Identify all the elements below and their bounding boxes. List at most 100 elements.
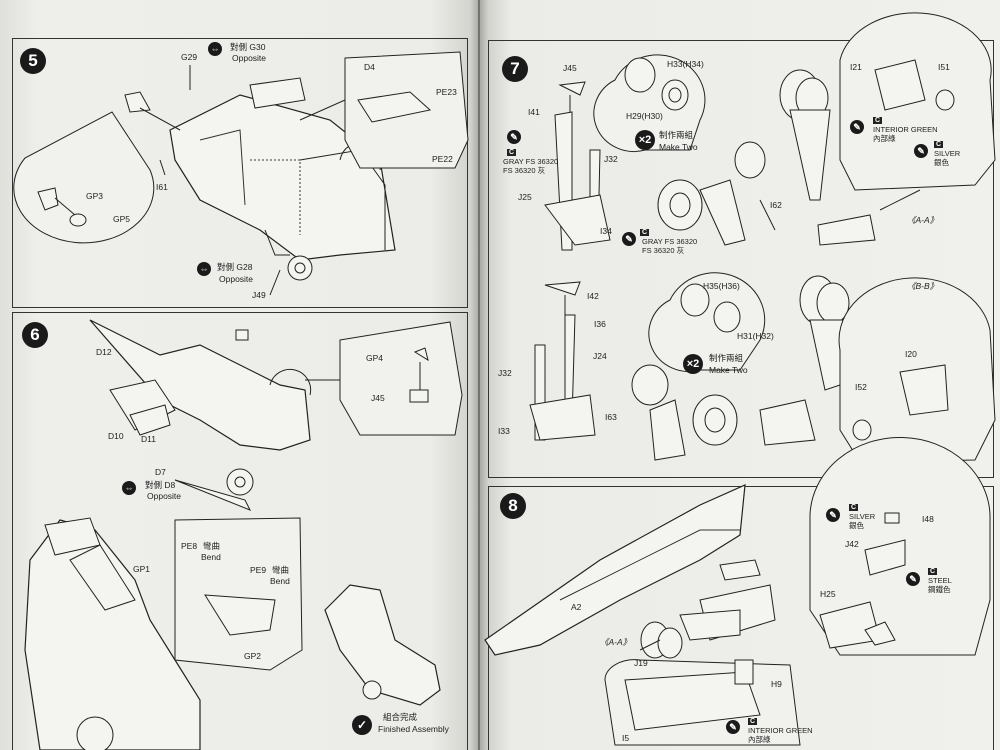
part-i36: I36 (594, 319, 606, 329)
part-h31: H31(H32) (737, 331, 774, 341)
times-two-badge: ×2 (635, 130, 655, 150)
step6-finished-en: Finished Assembly (378, 724, 449, 734)
step5-opposite-g28-cn: 對側 G28 (217, 262, 253, 272)
part-i63: I63 (605, 412, 617, 422)
paint-brush-icon: ✎ (850, 120, 864, 134)
color-code-badge: C (928, 568, 938, 575)
part-d4: D4 (364, 62, 375, 72)
part-d11: D11 (141, 434, 156, 444)
color-code-badge: C (934, 141, 944, 148)
color-gray-label-2: GRAY FS 36320 (642, 237, 698, 246)
section-a-a: 《A-A》 (907, 215, 939, 225)
paint-brush-icon: ✎ (622, 232, 636, 246)
color-interior-green: INTERIOR GREEN (873, 125, 938, 134)
color-silver: SILVER (934, 149, 961, 158)
part-i52: I52 (855, 382, 867, 392)
part-h9: H9 (771, 679, 782, 689)
step6-finished-cn: 組合完成 (383, 712, 418, 722)
part-pe9: PE9 (250, 565, 267, 575)
part-i21: I21 (850, 62, 862, 72)
step6-bend2-cn: 彎曲 (272, 565, 290, 575)
part-j45-step6: J45 (371, 393, 385, 403)
step8-color-interior-green: INTERIOR GREEN (748, 726, 813, 735)
make-two-en: Make Two (659, 142, 698, 152)
step6-bend1-cn: 彎曲 (203, 541, 221, 551)
step6-opposite-d8-en: Opposite (147, 491, 182, 501)
paint-brush-icon: ✎ (507, 130, 521, 144)
step6-bend1-en: Bend (201, 552, 221, 562)
part-g29: G29 (181, 52, 198, 62)
part-gp4: GP4 (366, 353, 384, 363)
part-h25: H25 (820, 589, 836, 599)
part-i62: I62 (770, 200, 782, 210)
paint-brush-icon: ✎ (906, 572, 920, 586)
step5-panel (12, 38, 468, 308)
check-icon: ✓ (352, 715, 372, 735)
part-pe23: PE23 (436, 87, 457, 97)
part-pe22: PE22 (432, 154, 453, 164)
part-i33: I33 (498, 426, 510, 436)
part-i42: I42 (587, 291, 599, 301)
part-j42: J42 (845, 539, 859, 549)
part-pe8: PE8 (181, 541, 198, 551)
paint-brush-icon: ✎ (726, 720, 740, 734)
part-i48: I48 (922, 514, 934, 524)
make-two-en-2: Make Two (709, 365, 748, 375)
step6-panel (12, 312, 468, 750)
part-i34: I34 (600, 226, 612, 236)
color-code-badge: C (640, 229, 650, 236)
part-j25: J25 (518, 192, 532, 202)
color-code-badge: C (849, 504, 859, 511)
color-silver-cn: 銀色 (934, 158, 949, 167)
part-i41: I41 (528, 107, 540, 117)
part-h35: H35(H36) (703, 281, 740, 291)
step8-number: 8 (500, 493, 526, 519)
part-gp5: GP5 (113, 214, 131, 224)
step6-opposite-d8-cn: 對側 D8 (145, 480, 176, 490)
part-gp1: GP1 (133, 564, 151, 574)
step7-number: 7 (502, 56, 528, 82)
part-j32-upper: J32 (604, 154, 618, 164)
step5-opposite-g28-en: Opposite (219, 274, 254, 284)
part-gp2: GP2 (244, 651, 262, 661)
part-i20: I20 (905, 349, 917, 359)
step6-number: 6 (22, 322, 48, 348)
color-code-badge: C (507, 149, 517, 156)
step8-color-interior-green-cn: 內部綠 (748, 735, 771, 744)
part-i51: I51 (938, 62, 950, 72)
part-i61: I61 (156, 182, 168, 192)
step8-color-steel: STEEL (928, 576, 952, 585)
paint-brush-icon: ✎ (914, 144, 928, 158)
part-h33: H33(H34) (667, 59, 704, 69)
color-gray-label: GRAY FS 36320 (503, 157, 559, 166)
step7-panel (488, 40, 994, 478)
step6-bend2-en: Bend (270, 576, 290, 586)
step5-opposite-g30-cn: 對側 G30 (230, 42, 266, 52)
part-d10: D10 (108, 431, 124, 441)
times-two-badge: ×2 (683, 354, 703, 374)
color-gray-fs-2: FS 36320 灰 (642, 246, 685, 255)
part-a2: A2 (571, 602, 582, 612)
make-two-cn-2: 制作兩組 (709, 353, 744, 363)
part-j32-lower: J32 (498, 368, 512, 378)
part-j49: J49 (252, 290, 266, 300)
part-d12: D12 (96, 347, 112, 357)
step8-color-steel-cn: 鋼鐵色 (928, 585, 951, 594)
swap-icon: ⇔ (122, 481, 136, 495)
part-d7: D7 (155, 467, 166, 477)
make-two-cn: 制作兩組 (659, 130, 694, 140)
color-interior-green-cn: 內部綠 (873, 134, 896, 143)
part-h29: H29(H30) (626, 111, 663, 121)
part-j45: J45 (563, 63, 577, 73)
step8-color-silver-cn: 銀色 (849, 521, 864, 530)
color-code-badge: C (873, 117, 883, 124)
color-code-badge: C (748, 718, 758, 725)
paint-brush-icon: ✎ (826, 508, 840, 522)
part-j24: J24 (593, 351, 607, 361)
part-gp3: GP3 (86, 191, 104, 201)
swap-icon: ⇔ (197, 262, 211, 276)
